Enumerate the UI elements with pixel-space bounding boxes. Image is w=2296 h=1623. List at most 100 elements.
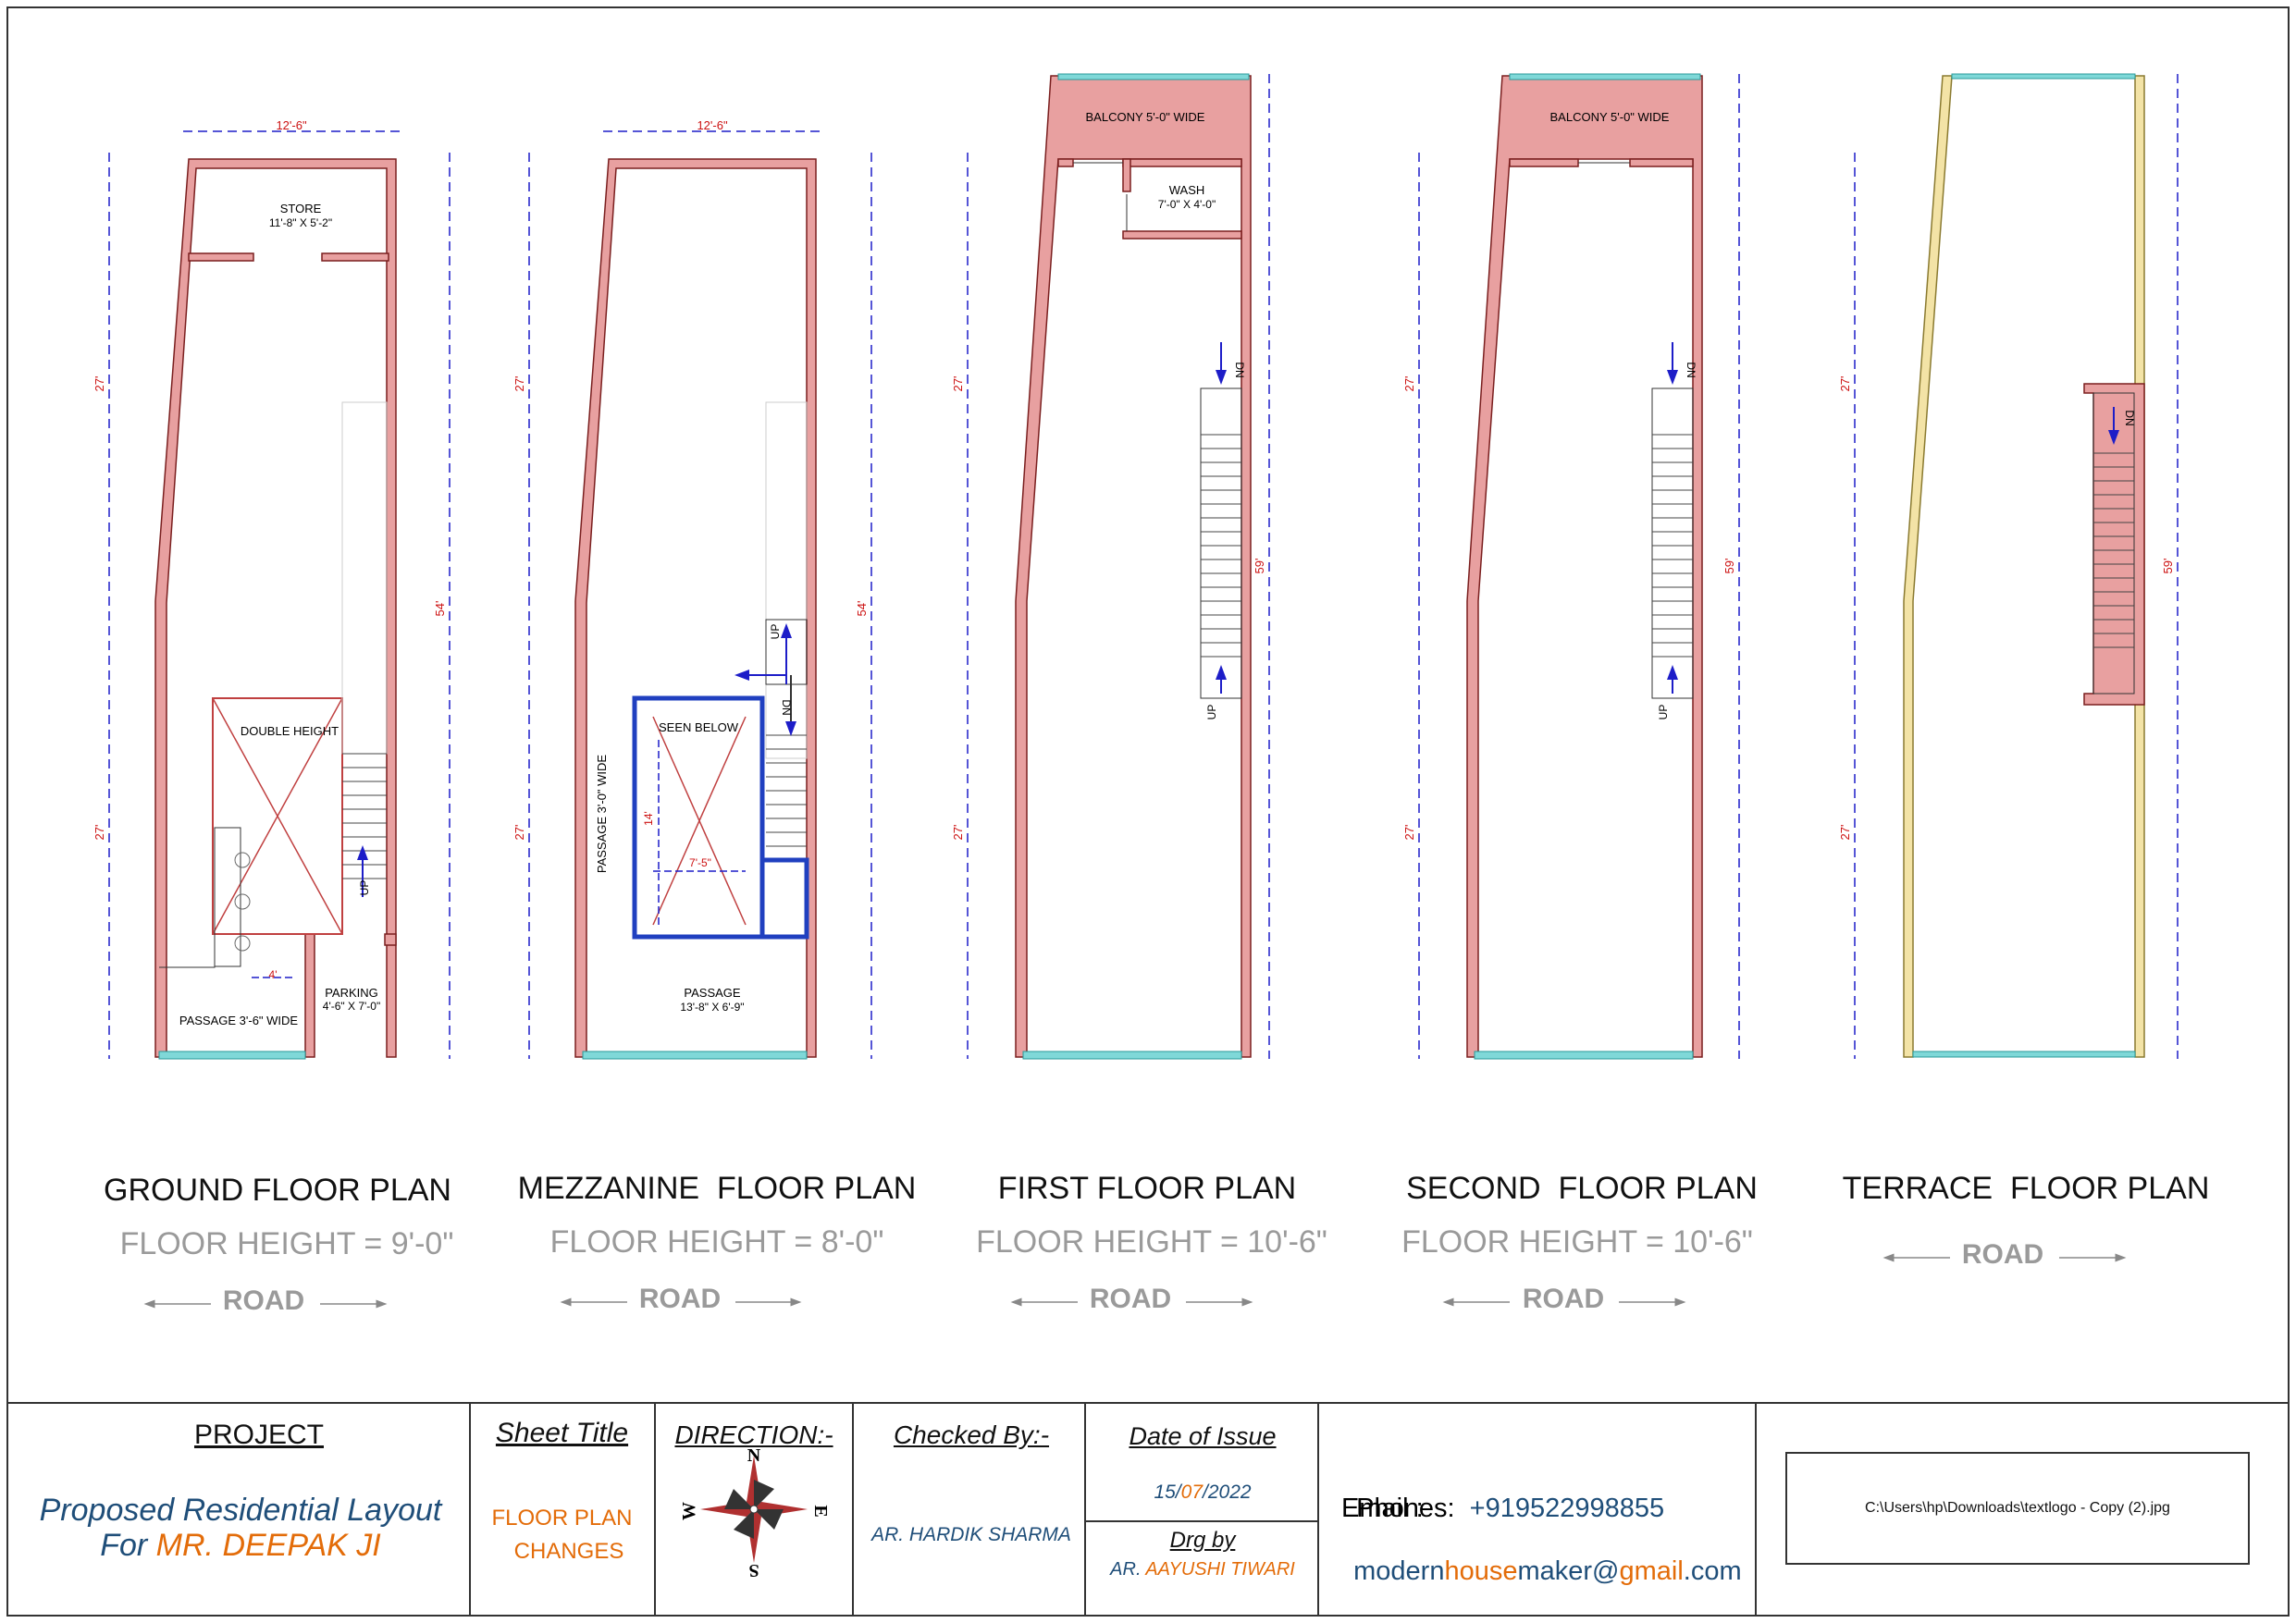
first-glass-balcony <box>1057 73 1250 80</box>
ground-double-height-box <box>212 697 343 935</box>
ground-outer-wall <box>154 158 397 1058</box>
plan-title-first: FIRST FLOOR PLAN <box>997 1171 1297 1206</box>
ground-passage-label: PASSAGE 3'-6" WIDE <box>179 1014 299 1027</box>
first-glass-front <box>1022 1051 1242 1060</box>
first-stair <box>1200 387 1242 699</box>
project-line1: Proposed Residential Layout <box>39 1493 442 1528</box>
ground-dim-27-bottom: 27' <box>93 825 106 841</box>
logo-path: C:\Users\hp\Downloads\textlogo - Copy (2… <box>1865 1500 2170 1516</box>
phones-value[interactable]: +919522998855 <box>1469 1494 1665 1523</box>
first-floor-plan <box>1015 75 1252 1058</box>
road-arrows <box>143 1253 2127 1309</box>
drg-heading: Drg by <box>1169 1528 1236 1553</box>
mezz-seen-below: SEEN BELOW <box>659 720 739 734</box>
drg-name: AAYUSHI TIWARI <box>1145 1559 1295 1580</box>
compass-n: N <box>747 1445 761 1466</box>
floor-height-ground: FLOOR HEIGHT = 9'-0" <box>119 1226 454 1261</box>
email-part5: .com <box>1683 1556 1742 1586</box>
second-balcony-label: BALCONY 5'-0" WIDE <box>1550 110 1670 124</box>
terrace-dim-27-top: 27' <box>1838 376 1852 392</box>
mezz-width-dim: 12'-6" <box>697 118 728 132</box>
plan-title-ground: GROUND FLOOR PLAN <box>104 1173 451 1208</box>
ground-parking-label: PARKING <box>325 986 378 1000</box>
second-dn-label: DN <box>1685 362 1697 377</box>
second-glass-front <box>1474 1051 1694 1060</box>
checked-heading: Checked By:- <box>893 1420 1050 1449</box>
first-outer-wall <box>1015 75 1252 1058</box>
sheet-title-line2: CHANGES <box>513 1539 624 1564</box>
email-part1: modern <box>1353 1556 1445 1586</box>
ground-dim-27-top: 27' <box>93 376 106 392</box>
road-ground: ROAD <box>222 1285 305 1316</box>
date-month: 07 <box>1180 1482 1203 1503</box>
terrace-dim-27-bottom: 27' <box>1838 825 1852 841</box>
terrace-dim-59: 59' <box>2161 559 2175 574</box>
date-year: /2022 <box>1203 1482 1252 1503</box>
email-address[interactable]: modernhousemaker@gmail.com <box>1339 1526 1742 1587</box>
first-dim-59: 59' <box>1253 559 1266 574</box>
first-balcony-wall-right <box>1122 158 1242 167</box>
mezz-dim-54: 54' <box>855 601 869 617</box>
ground-floor-plan <box>154 158 397 1058</box>
first-floor-details: BALCONY 5'-0" WIDE WASH 7'-0" X 4'-0" DN… <box>951 73 1270 1060</box>
ground-parking-wall <box>304 933 315 1058</box>
ground-stair-treads <box>342 753 387 879</box>
ground-width-dim: 12'-6" <box>276 118 307 132</box>
ground-floor-details: 12'-6" STORE 11'-8" X 5'-2" DOUBLE HEIGH… <box>93 118 451 1060</box>
mezz-passage-size: 13'-8" X 6'-9" <box>680 1001 744 1014</box>
mezz-7-5-label: 7'-5" <box>689 856 711 869</box>
road-first: ROAD <box>1089 1284 1172 1314</box>
ground-store-label: STORE <box>280 202 322 215</box>
ground-double-height-label: DOUBLE HEIGHT <box>241 724 339 738</box>
ground-glass-front <box>158 1051 306 1060</box>
sheet-title-line1: FLOOR PLAN <box>491 1506 633 1531</box>
email-label: Email : <box>1341 1494 1424 1523</box>
mezz-dim-27-bottom: 27' <box>512 825 526 841</box>
direction-heading: DIRECTION:- <box>674 1420 833 1449</box>
sheet-title-heading: Sheet Title <box>495 1418 629 1448</box>
first-wash-label: WASH <box>1169 183 1205 197</box>
mezzanine-floor-details: UP DN 12'-6" SEEN BELOW PASSAGE 3'-0" WI… <box>512 118 872 1060</box>
floor-height-mezzanine: FLOOR HEIGHT = 8'-0" <box>549 1224 884 1260</box>
compass-e: E <box>810 1505 831 1517</box>
compass-icon: N W E S <box>679 1445 831 1580</box>
mezzanine-floor-plan <box>574 158 817 1058</box>
second-floor-details: BALCONY 5'-0" WIDE DN UP 27' 27' 59' <box>1402 73 1740 1060</box>
first-dim-27-bottom: 27' <box>951 825 965 841</box>
ground-store-wall-right <box>321 252 389 262</box>
second-up-label: UP <box>1657 705 1670 720</box>
project-heading: PROJECT <box>193 1420 324 1450</box>
drg-prefix: AR. <box>1110 1559 1146 1580</box>
drg-value: AR. AAYUSHI TIWARI <box>1092 1559 1314 1580</box>
email-part4: gmail <box>1619 1556 1684 1586</box>
ground-car-outline <box>214 827 241 967</box>
ground-4ft-label: 4' <box>269 968 278 981</box>
mezz-stair-shaft-upper <box>765 401 808 759</box>
mezz-up-label: UP <box>769 624 782 640</box>
first-dim-27-top: 27' <box>951 376 965 392</box>
mezz-passage-wide: PASSAGE 3'-0" WIDE <box>595 755 609 874</box>
first-wash-wall-side <box>1122 158 1131 192</box>
terrace-floor-plan: DN 27' 27' 59' <box>1838 73 2179 1059</box>
terrace-dn-label: DN <box>2123 410 2136 425</box>
email-label-line: Email : <box>1341 1494 1424 1524</box>
phones-line: Phones: +919522998855 <box>1341 1463 1664 1524</box>
title-block-dividers <box>469 1403 1757 1616</box>
phones-label: Phones: <box>1356 1494 1470 1523</box>
second-floor-plan <box>1466 75 1703 1058</box>
date-day: 15/ <box>1154 1482 1181 1503</box>
email-part2: house <box>1444 1556 1518 1586</box>
first-up-label: UP <box>1205 705 1218 720</box>
logo-placeholder: C:\Users\hp\Downloads\textlogo - Copy (2… <box>1785 1452 2250 1565</box>
email-part3: maker@ <box>1517 1556 1620 1586</box>
project-line2: For MR. DEEPAK JI <box>19 1528 463 1564</box>
plan-title-second: SECOND FLOOR PLAN <box>1406 1171 1758 1206</box>
terrace-stair-headroom <box>2083 383 2145 706</box>
first-dn-label: DN <box>1233 362 1246 377</box>
ground-stair-shaft <box>341 401 388 755</box>
date-heading: Date of Issue <box>1129 1422 1277 1450</box>
date-value: 15/07/2022 <box>1092 1482 1314 1504</box>
sheet-border <box>6 6 2290 1617</box>
floor-height-second: FLOOR HEIGHT = 10'-6" <box>1401 1224 1753 1260</box>
project-for: For <box>100 1528 156 1563</box>
